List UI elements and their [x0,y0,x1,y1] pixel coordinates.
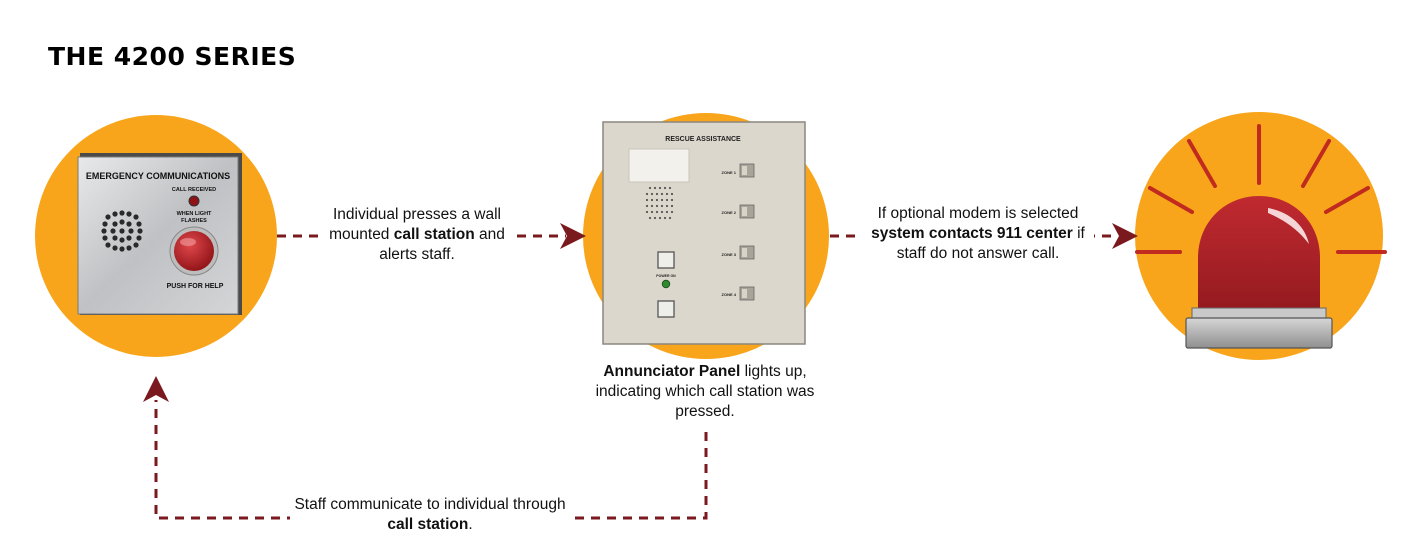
speaker-grille [101,210,143,252]
caption-step-4: Staff communicate to individual through … [290,495,570,535]
caption-step-1: Individual presses a wall mounted call s… [322,205,512,265]
push-for-help-label: PUSH FOR HELP [167,283,224,290]
panel-button-top [657,251,675,269]
zone-label: ZONE 4 [722,292,737,297]
beacon-rays [1135,124,1387,254]
panel-speaker-grille [645,186,674,220]
call-station-icon: EMERGENCY COMMUNICATIONS CALL RECEIVED W… [77,153,242,315]
caption-step-3: If optional modem is selected system con… [862,204,1094,264]
panel-display [628,148,690,183]
emergency-beacon-icon [1135,124,1387,349]
page-title: THE 4200 SERIES [48,42,297,71]
push-for-help-button [174,231,214,271]
zone-indicator-2: ZONE 2 [722,204,755,219]
zone-label: ZONE 1 [722,170,737,175]
panel-header: RESCUE ASSISTANCE [665,136,741,143]
zone-label: ZONE 2 [722,210,737,215]
zone-label: ZONE 3 [722,252,737,257]
power-on-label: POWER ON [656,274,676,278]
beacon-collar [1191,307,1327,319]
beacon-base [1185,317,1333,349]
call-received-label: CALL RECEIVED [172,187,216,193]
beacon-highlight [1268,208,1309,244]
panel-button-bottom [657,300,675,318]
power-on-light [661,279,671,289]
call-station-header: EMERGENCY COMMUNICATIONS [86,171,230,181]
zone-indicator-1: ZONE 1 [722,163,755,178]
when-light-label-2: FLASHES [181,218,207,224]
zone-indicator-3: ZONE 3 [722,245,755,260]
beacon-dome [1198,196,1320,312]
call-received-light [188,195,200,207]
zone-indicator-4: ZONE 4 [722,286,755,301]
annunciator-panel-icon: RESCUE ASSISTANCE POWER ON ZONE 1 ZONE 2 [602,121,806,345]
caption-step-2: Annunciator Panel lights up, indicating … [580,362,830,422]
when-light-label-1: WHEN LIGHT [177,211,212,217]
